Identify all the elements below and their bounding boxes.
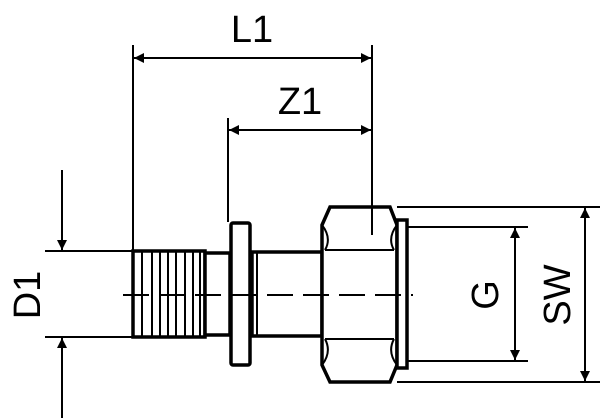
- l1-label: L1: [231, 9, 273, 51]
- d1-label: D1: [7, 271, 49, 320]
- z1-label: Z1: [278, 81, 322, 123]
- dimension-lines: [57, 53, 590, 418]
- extension-lines: [45, 45, 600, 383]
- sw-label: SW: [537, 264, 579, 325]
- fitting-part: [123, 205, 413, 384]
- g-label: G: [465, 280, 507, 310]
